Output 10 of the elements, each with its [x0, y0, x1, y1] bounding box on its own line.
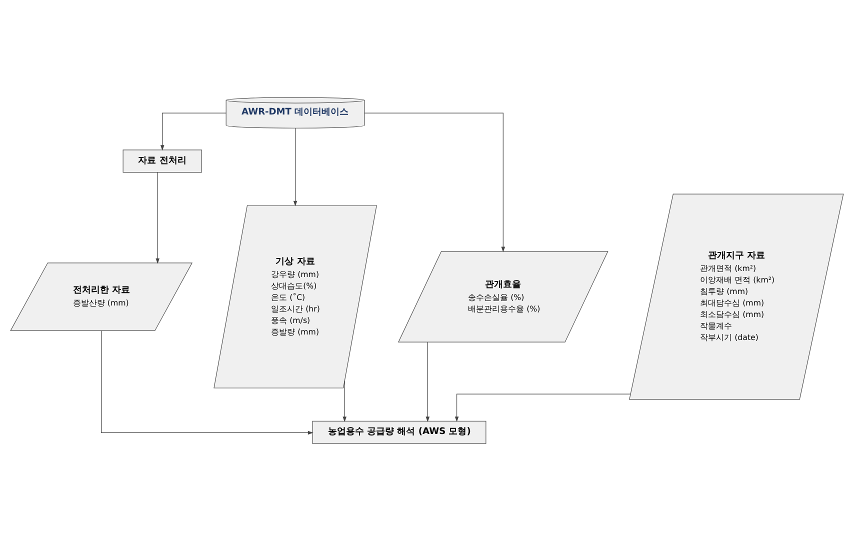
arrow — [160, 112, 226, 150]
arrow — [156, 172, 160, 264]
arrow — [342, 380, 347, 422]
arrow — [101, 330, 314, 434]
arrow — [293, 127, 298, 206]
arrow — [426, 341, 430, 422]
node-box: 자료 전처리 — [122, 149, 202, 172]
arrow — [454, 393, 631, 422]
arrow — [364, 112, 506, 252]
node-box: 농업용수 공급량 해석 (AWS 모형) — [312, 420, 486, 444]
